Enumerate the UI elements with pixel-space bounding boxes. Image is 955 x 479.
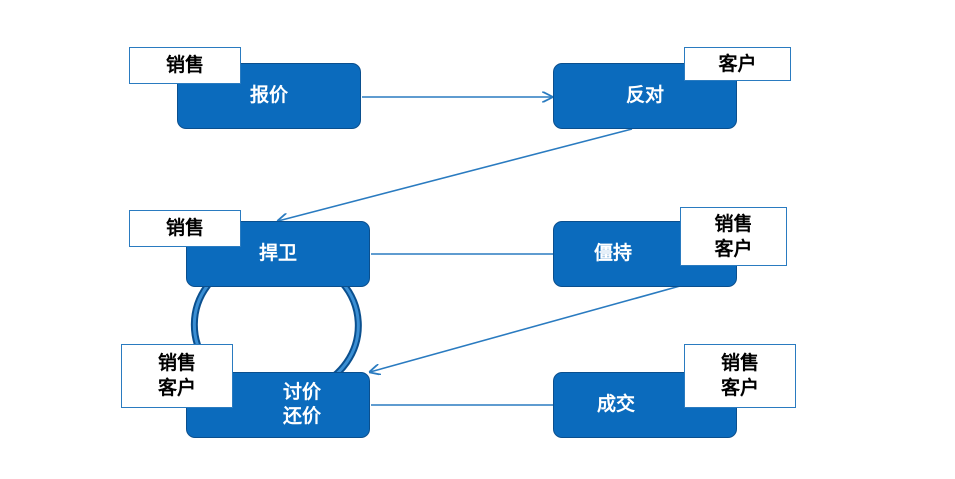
tag-deadlock-roles: 销售 客户: [680, 207, 787, 266]
tag-defend-role: 销售: [129, 210, 241, 247]
tag-object-role: 客户: [684, 47, 791, 81]
tag-deal-roles: 销售 客户: [684, 344, 796, 408]
node-object: 反对: [553, 63, 737, 129]
tag-bargain-roles: 销售 客户: [121, 344, 233, 408]
arrow-object-to-defend: [278, 128, 633, 221]
tag-quote-role: 销售: [129, 47, 241, 84]
arrow-deadlock-to-bargain: [370, 285, 681, 372]
